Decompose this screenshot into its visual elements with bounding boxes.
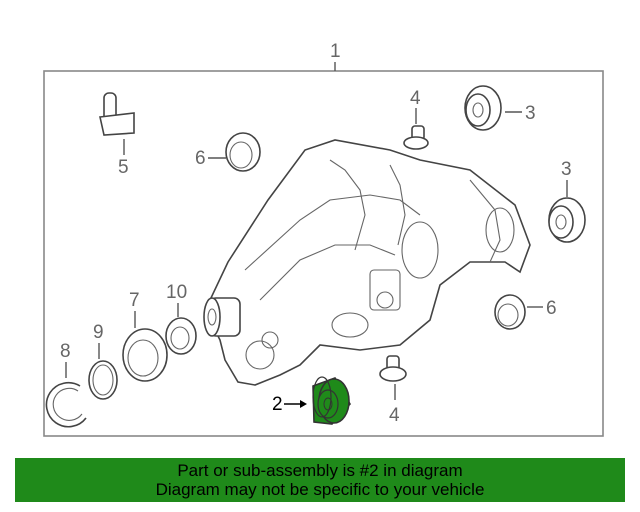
callout-1[interactable]: 1 <box>330 41 341 62</box>
info-banner: Part or sub-assembly is #2 in diagram Di… <box>15 458 625 502</box>
differential-housing[interactable] <box>203 139 531 386</box>
seal-10-part[interactable] <box>165 317 197 355</box>
bushing-highlighted-part[interactable] <box>312 376 351 425</box>
callout-10[interactable]: 10 <box>166 282 187 303</box>
callout-5[interactable]: 5 <box>118 157 129 178</box>
snap-ring-part[interactable] <box>45 381 87 428</box>
seal-7-part[interactable] <box>122 328 168 382</box>
callout-4-top[interactable]: 4 <box>410 88 421 109</box>
callout-9[interactable]: 9 <box>93 322 104 343</box>
sensor-part[interactable] <box>99 92 135 136</box>
banner-line-1: Part or sub-assembly is #2 in diagram <box>177 461 463 480</box>
vent-top-part[interactable] <box>403 125 429 150</box>
diagram-frame <box>43 70 604 437</box>
seal-left-part[interactable] <box>225 132 261 172</box>
callout-3-top[interactable]: 3 <box>525 103 536 124</box>
vent-bottom-part[interactable] <box>379 355 407 382</box>
callout-3-right[interactable]: 3 <box>561 159 572 180</box>
mount-top-right-part[interactable] <box>464 85 502 131</box>
oring-part[interactable] <box>88 360 118 400</box>
callout-8[interactable]: 8 <box>60 341 71 362</box>
mount-right-part[interactable] <box>548 197 586 243</box>
callout-6-left[interactable]: 6 <box>195 148 206 169</box>
banner-line-2: Diagram may not be specific to your vehi… <box>155 480 485 499</box>
seal-right-part[interactable] <box>494 294 526 330</box>
callout-4-bottom[interactable]: 4 <box>389 405 400 426</box>
callout-2[interactable]: 2 <box>272 394 283 415</box>
callout-7[interactable]: 7 <box>129 290 140 311</box>
callout-6-right[interactable]: 6 <box>546 298 557 319</box>
